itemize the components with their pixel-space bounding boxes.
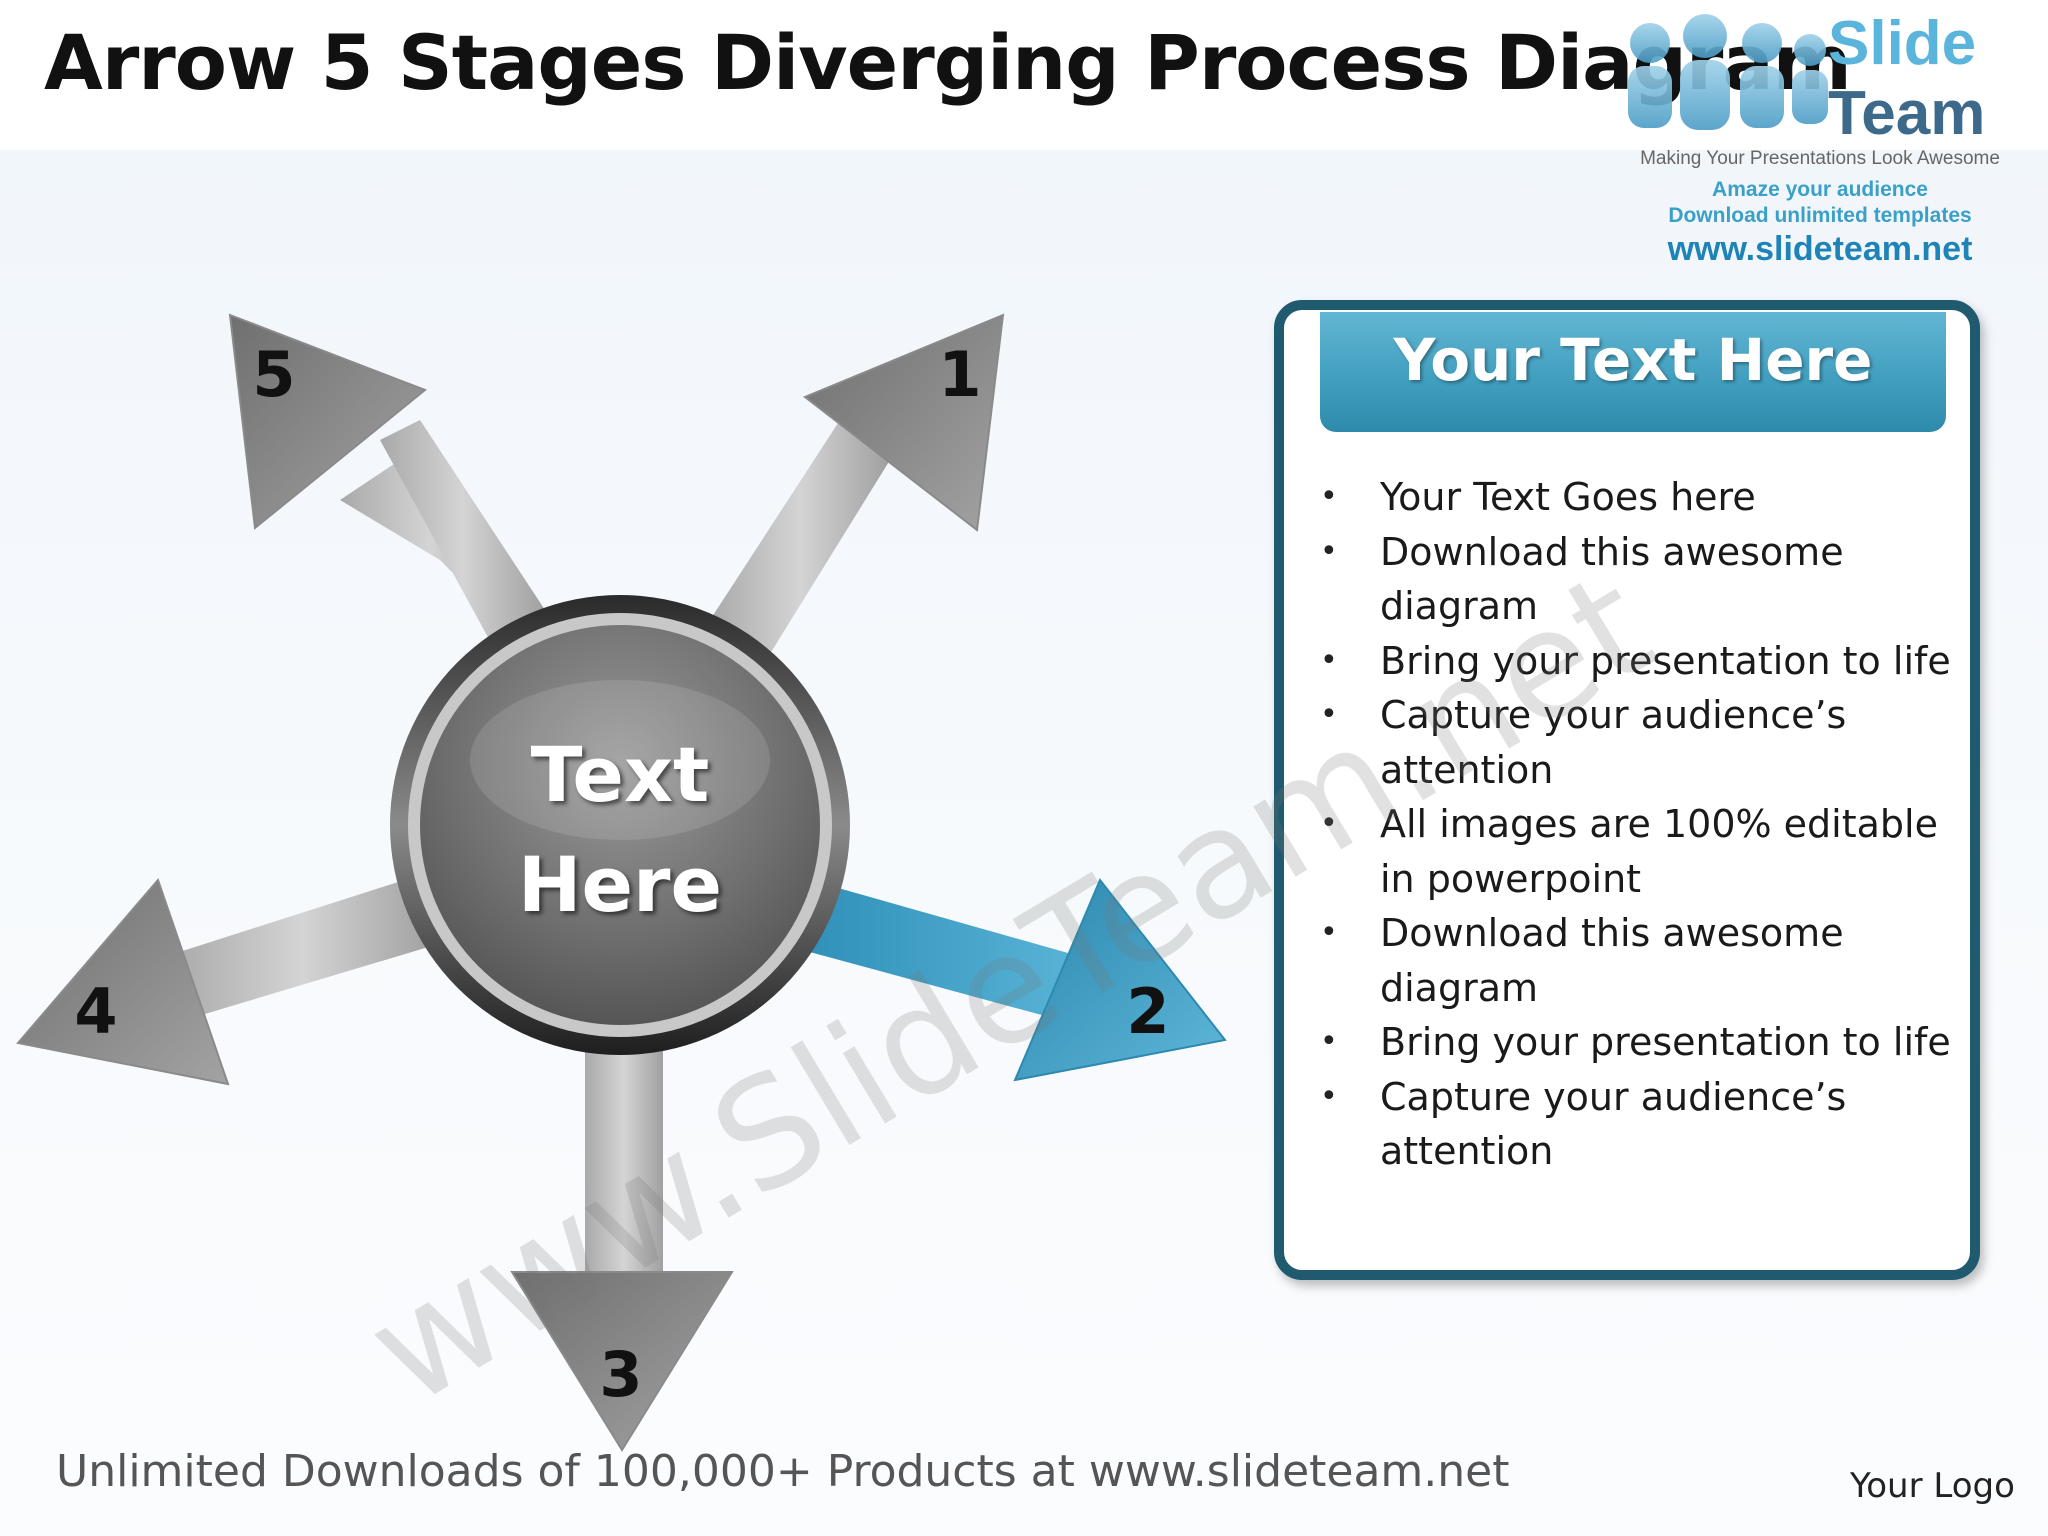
stage-number-5: 5 [252, 338, 296, 411]
brand-tagline: Making Your Presentations Look Awesome [1640, 148, 2000, 169]
stage-number-3: 3 [599, 1338, 643, 1411]
center-label-line-2: Here [517, 840, 723, 929]
brand-word-slide: Slide [1828, 9, 1977, 78]
center-circle [390, 595, 850, 1055]
text-panel: Your Text Here Your Text Goes here Downl… [1274, 300, 1980, 1280]
brand-url-link[interactable]: www.slideteam.net [1667, 230, 1973, 268]
center-label-line-1: Text [530, 730, 710, 819]
list-item: Bring your presentation to life [1320, 634, 1960, 689]
list-item: Download this awesome diagram [1320, 525, 1960, 634]
bullet-list: Your Text Goes here Download this awesom… [1320, 470, 1960, 1179]
brand-tagline-download: Download unlimited templates [1668, 204, 1972, 227]
list-item: Bring your presentation to life [1320, 1015, 1960, 1070]
arrow-stage-5 [228, 313, 545, 650]
footer-text: Unlimited Downloads of 100,000+ Products… [56, 1446, 1510, 1497]
arrow-stage-3 [510, 1020, 734, 1452]
stage-number-1: 1 [938, 338, 982, 411]
stage-number-2: 2 [1126, 975, 1170, 1048]
arrow-stage-2-highlighted [795, 878, 1227, 1082]
page-title: Arrow 5 Stages Diverging Process Diagram [44, 18, 1852, 107]
list-item: Your Text Goes here [1320, 470, 1960, 525]
brand-tagline-amaze: Amaze your audience [1712, 178, 1928, 201]
people-logo-icon [1628, 14, 1828, 130]
list-item: Capture your audience’s attention [1320, 688, 1960, 797]
logo-placeholder: Your Logo [1850, 1466, 2015, 1506]
center-circle-label: Text Here [470, 720, 770, 940]
list-item: All images are 100% editable in powerpoi… [1320, 797, 1960, 906]
arrow-stage-4 [16, 875, 435, 1086]
brand-logo: Slide Team Making Your Presentations Loo… [1610, 8, 2030, 268]
panel-header: Your Text Here [1320, 312, 1946, 432]
stage-number-4: 4 [74, 975, 118, 1048]
arrow-stage-1 [710, 313, 1005, 670]
brand-word-team: Team [1828, 79, 1986, 148]
list-item: Capture your audience’s attention [1320, 1070, 1960, 1179]
list-item: Download this awesome diagram [1320, 906, 1960, 1015]
